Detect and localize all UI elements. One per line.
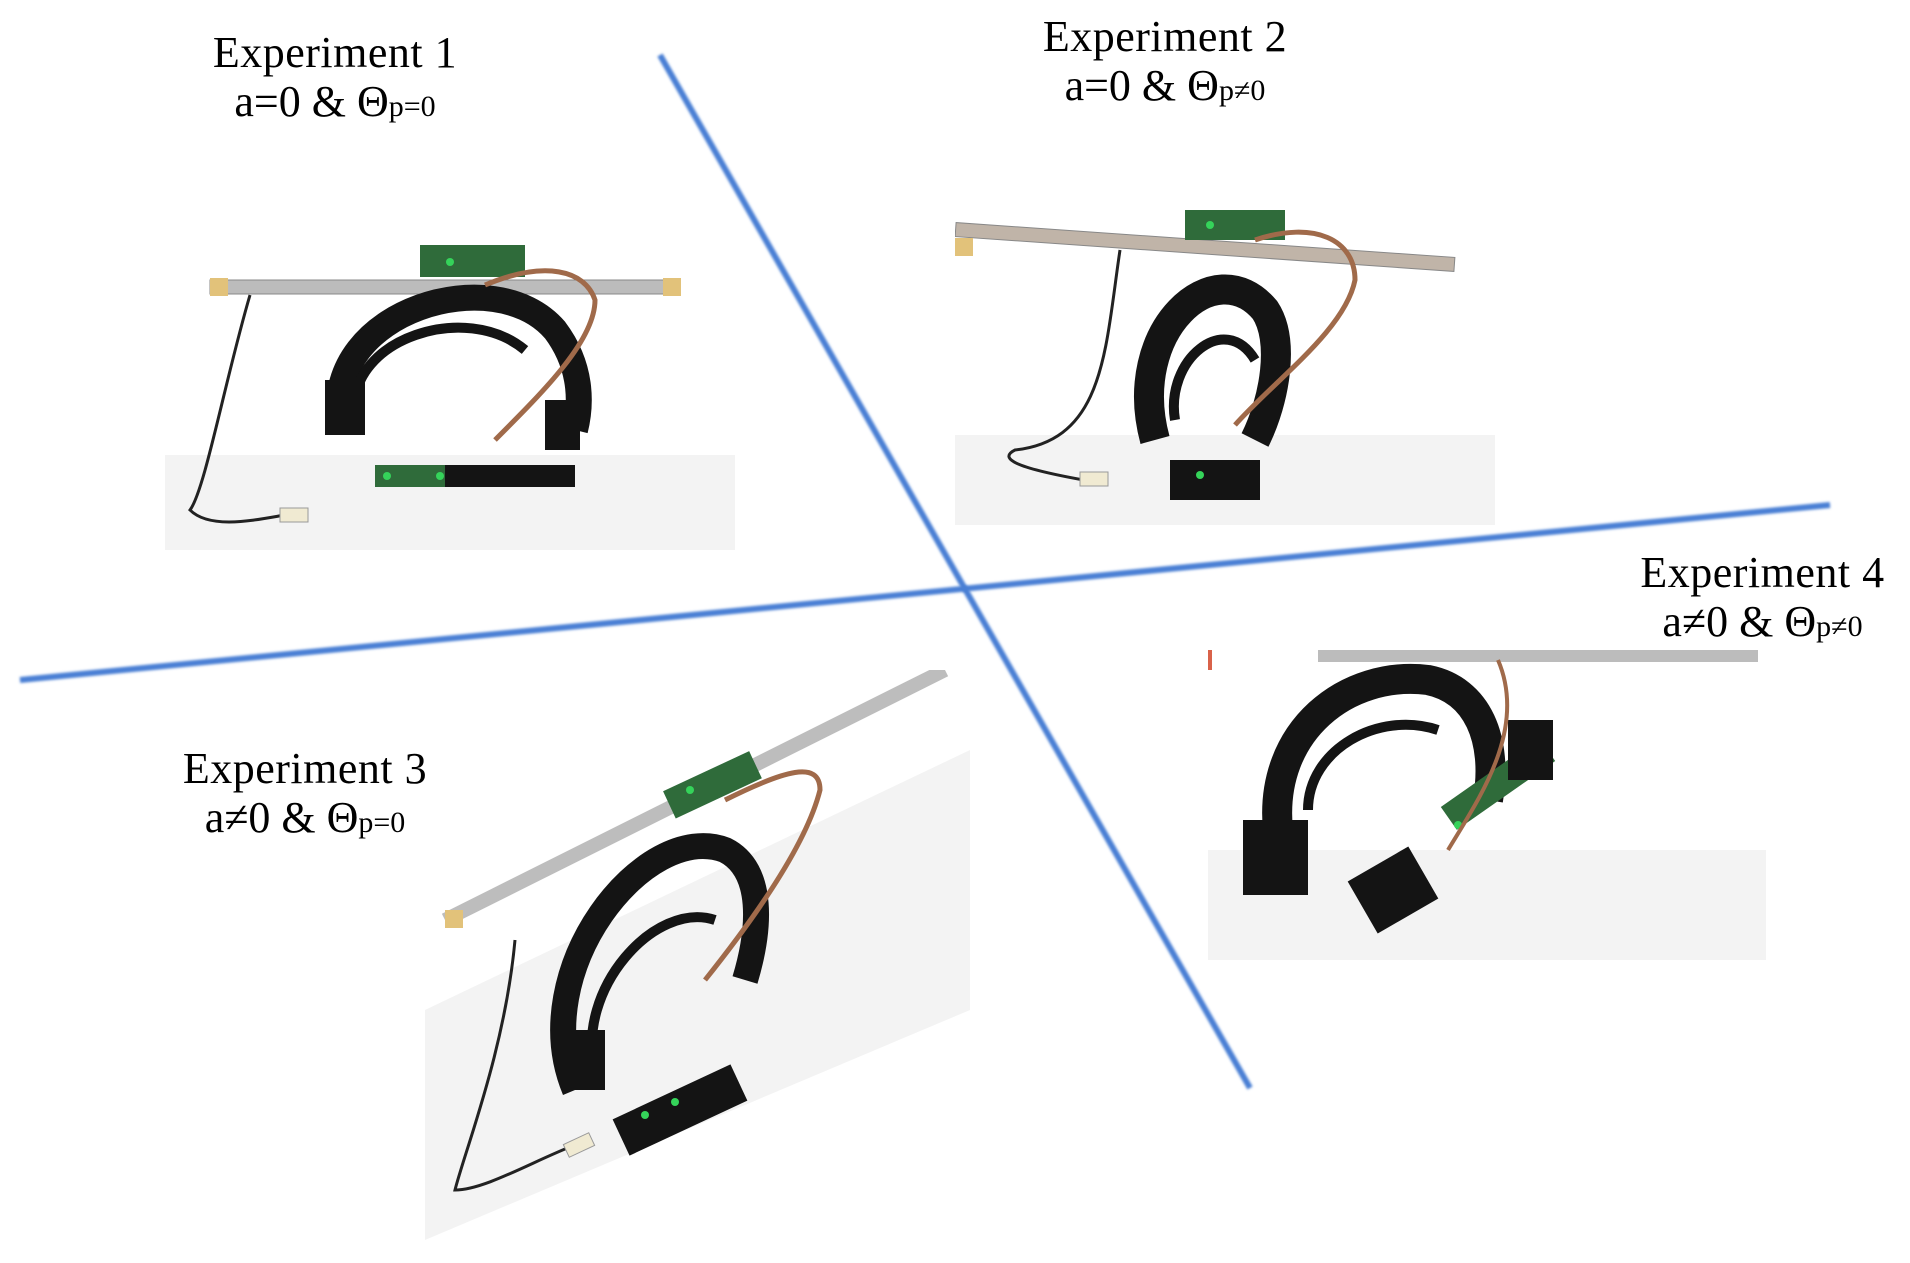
experiment-4-label: Experiment 4 a≠0 & Θp≠0	[1615, 548, 1910, 647]
experiment-2-condition: a=0 & Θp≠0	[1064, 61, 1266, 111]
experiment-1-label: Experiment 1 a=0 & Θp=0	[170, 28, 500, 127]
experiment-3-condition: a≠0 & Θp=0	[204, 793, 406, 843]
experiment-1-photo	[165, 230, 735, 550]
experiment-3-photo	[425, 670, 970, 1240]
experiment-4-condition: a≠0 & Θp≠0	[1662, 597, 1863, 647]
experiment-2-title: Experiment 2	[1042, 12, 1288, 61]
experiment-2-photo	[955, 210, 1495, 525]
experiment-1-condition: a=0 & Θp=0	[234, 77, 436, 127]
experiment-1-title: Experiment 1	[212, 28, 458, 77]
experiment-4-title: Experiment 4	[1640, 548, 1885, 597]
experiment-4-photo	[1208, 650, 1766, 960]
diagonal-axis	[657, 53, 1253, 1090]
experiment-3-title: Experiment 3	[182, 744, 428, 793]
experiment-3-label: Experiment 3 a≠0 & Θp=0	[140, 744, 470, 843]
horizontal-axis	[19, 502, 1831, 683]
experiment-2-label: Experiment 2 a=0 & Θp≠0	[1000, 12, 1330, 111]
